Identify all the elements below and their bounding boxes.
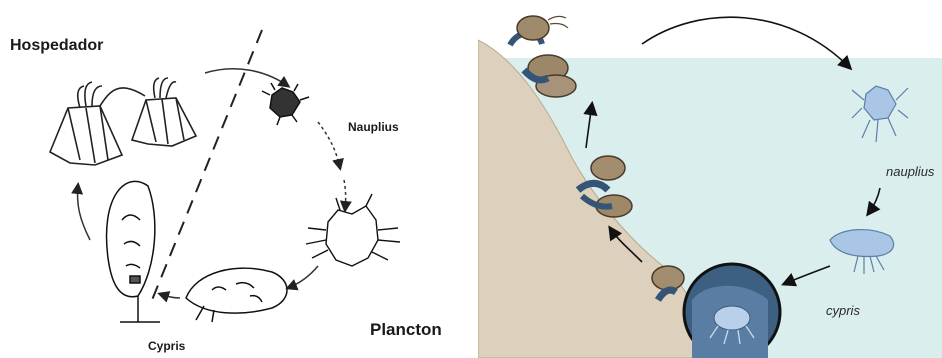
right-diagram-drawing	[478, 0, 942, 358]
nauplius-larva-small	[262, 83, 309, 125]
right-life-cycle-illustration: nauplius cypris	[478, 0, 942, 358]
settled-cypris	[107, 181, 160, 322]
nauplius-label: Nauplius	[348, 120, 399, 134]
cypris-label-right: cypris	[826, 303, 860, 318]
magnified-settled-cypris	[684, 264, 780, 358]
plankton-label: Plancton	[370, 320, 442, 340]
nauplius-larva-large	[306, 194, 400, 266]
cypris-larva	[186, 268, 287, 322]
host-label: Hospedador	[10, 37, 103, 55]
adult-barnacle-pair	[50, 78, 196, 165]
left-life-cycle-diagram: Hospedador Nauplius Plancton Cypris	[0, 0, 478, 358]
cypris-label: Cypris	[148, 339, 185, 353]
host-plankton-divider	[152, 30, 262, 300]
nauplius-label-right: nauplius	[886, 164, 934, 179]
